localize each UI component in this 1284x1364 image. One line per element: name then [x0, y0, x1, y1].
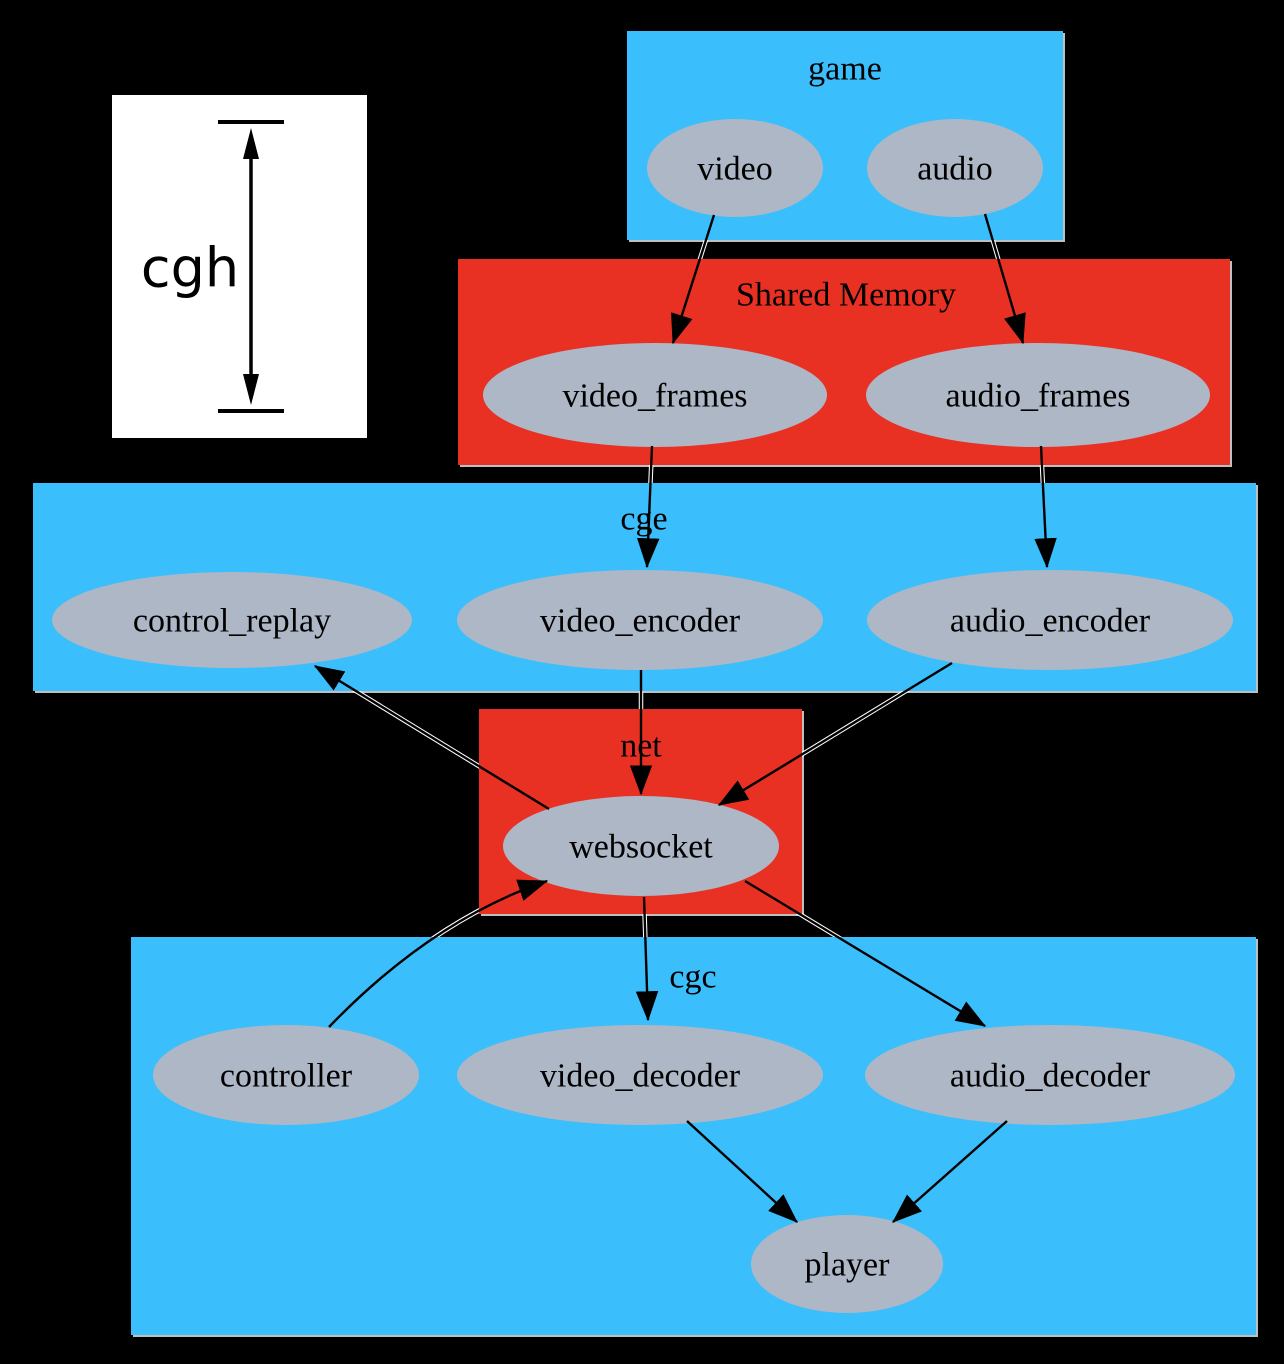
node-audio-label: audio: [917, 151, 993, 188]
node-video-decoder-label: video_decoder: [540, 1058, 741, 1095]
cluster-cgc-label: cgc: [669, 959, 716, 996]
height-dimension-arrow-icon: [218, 120, 284, 413]
node-audio-decoder-label: audio_decoder: [950, 1058, 1151, 1095]
dimension-arrowhead-down: [243, 374, 259, 405]
node-audio-frames: audio_frames: [866, 343, 1210, 447]
node-audio-frames-shape: [866, 343, 1210, 447]
node-audio-encoder-label: audio_encoder: [950, 603, 1151, 640]
node-controller-label: controller: [220, 1058, 353, 1095]
node-video-decoder-shape: [457, 1025, 823, 1125]
cluster-cgc: cgc: [131, 937, 1258, 1337]
node-audio-encoder: audio_encoder: [867, 570, 1233, 670]
node-video-shape: [647, 119, 823, 217]
legend-background: [112, 95, 367, 438]
legend-box: cgh: [112, 95, 367, 438]
node-video-decoder: video_decoder: [457, 1025, 823, 1125]
node-video-encoder-shape: [457, 570, 823, 670]
node-player: player: [751, 1215, 943, 1313]
cluster-cgc-box: [131, 937, 1256, 1335]
node-video-frames-shape: [483, 343, 827, 447]
node-video-encoder: video_encoder: [457, 570, 823, 670]
dimension-arrowhead-up: [243, 128, 259, 159]
node-controller: controller: [153, 1025, 419, 1125]
node-websocket-label: websocket: [569, 829, 713, 866]
nodes: video audio video_frames audio_frames co…: [52, 119, 1235, 1313]
node-control-replay-shape: [52, 572, 412, 668]
node-audio-decoder-shape: [865, 1025, 1235, 1125]
node-control-replay: control_replay: [52, 572, 412, 668]
cluster-game-label: game: [808, 51, 882, 88]
node-video: video: [647, 119, 823, 217]
node-websocket: websocket: [503, 796, 779, 896]
node-controller-shape: [153, 1025, 419, 1125]
node-player-label: player: [805, 1247, 891, 1284]
node-audio-decoder: audio_decoder: [865, 1025, 1235, 1125]
node-player-shape: [751, 1215, 943, 1313]
node-control-replay-label: control_replay: [133, 603, 331, 640]
cluster-shared-memory-label: Shared Memory: [736, 277, 956, 314]
node-audio-encoder-shape: [867, 570, 1233, 670]
cluster-cge-label: cge: [620, 501, 667, 538]
node-audio-frames-label: audio_frames: [945, 378, 1130, 415]
node-audio: audio: [867, 119, 1043, 217]
node-video-encoder-label: video_encoder: [540, 603, 741, 640]
node-websocket-shape: [503, 796, 779, 896]
legend-label: cgh: [141, 237, 239, 300]
node-audio-shape: [867, 119, 1043, 217]
node-video-frames-label: video_frames: [562, 378, 747, 415]
node-video-frames: video_frames: [483, 343, 827, 447]
node-video-label: video: [697, 151, 773, 188]
